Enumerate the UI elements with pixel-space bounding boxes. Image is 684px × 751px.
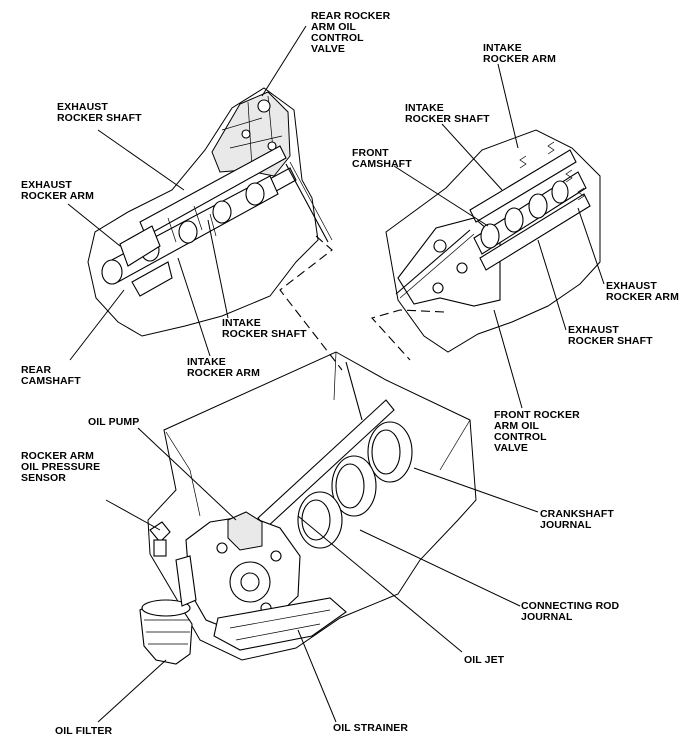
label-crankshaft-journal: CRANKSHAFT JOURNAL bbox=[540, 508, 614, 531]
cylinder-block bbox=[139, 351, 477, 665]
label-rear-rocker-arm-oil-control-valve: REAR ROCKER ARM OIL CONTROL VALVE bbox=[311, 10, 391, 55]
label-intake-rocker-shaft-front: INTAKE ROCKER SHAFT bbox=[405, 102, 490, 125]
label-oil-jet: OIL JET bbox=[464, 654, 505, 666]
label-oil-pump: OIL PUMP bbox=[88, 416, 140, 428]
label-exhaust-rocker-arm-rear: EXHAUST ROCKER ARM bbox=[21, 179, 94, 202]
label-intake-rocker-shaft-rear: INTAKE ROCKER SHAFT bbox=[222, 317, 307, 340]
rear-oil-passage bbox=[279, 235, 343, 371]
label-exhaust-rocker-shaft-front: EXHAUST ROCKER SHAFT bbox=[568, 324, 653, 347]
label-front-rocker-arm-oil-control-valve: FRONT ROCKER ARM OIL CONTROL VALVE bbox=[494, 409, 580, 454]
rear-cylinder-head bbox=[87, 87, 333, 337]
label-intake-rocker-arm-rear: INTAKE ROCKER ARM bbox=[187, 356, 260, 379]
leader-lines bbox=[67, 25, 605, 723]
front-cylinder-head bbox=[385, 129, 601, 353]
label-exhaust-rocker-shaft-rear: EXHAUST ROCKER SHAFT bbox=[57, 101, 142, 124]
label-rocker-arm-oil-pressure-sensor: ROCKER ARM OIL PRESSURE SENSOR bbox=[21, 450, 101, 484]
label-exhaust-rocker-arm-front: EXHAUST ROCKER ARM bbox=[606, 280, 679, 303]
front-oil-passage bbox=[370, 309, 445, 361]
label-intake-rocker-arm-front: INTAKE ROCKER ARM bbox=[483, 42, 556, 65]
label-oil-strainer: OIL STRAINER bbox=[333, 722, 409, 734]
label-rear-camshaft: REAR CAMSHAFT bbox=[21, 364, 81, 387]
label-front-camshaft: FRONT CAMSHAFT bbox=[352, 147, 412, 170]
label-oil-filter: OIL FILTER bbox=[55, 725, 113, 737]
label-connecting-rod-journal: CONNECTING ROD JOURNAL bbox=[521, 600, 620, 623]
